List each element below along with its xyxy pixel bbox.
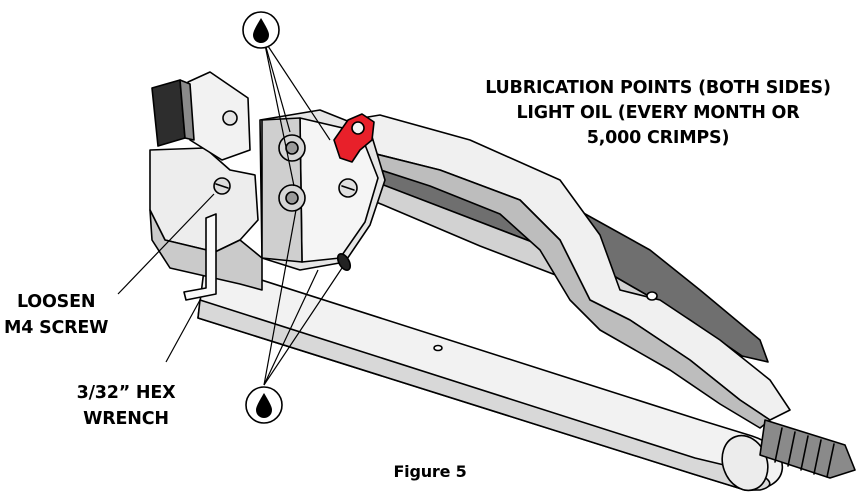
- lube-point-lower: [336, 253, 352, 271]
- locator-screw: [222, 110, 238, 126]
- locator-plate-edge: [179, 79, 195, 141]
- lubrication-points-label: LUBRICATION POINTS (BOTH SIDES) LIGHT OI…: [458, 76, 858, 151]
- oil-drop-callout-top: [242, 11, 280, 49]
- loosen-line-1: LOOSEN: [16, 292, 96, 312]
- hex-wrench: [183, 213, 217, 301]
- oil-drop-icon: [256, 393, 272, 418]
- leader-loosen: [117, 193, 215, 295]
- oil-drop-callout-bottom: [245, 386, 283, 424]
- lubrication-line-2: LIGHT OIL (EVERY MONTH OR: [516, 103, 800, 123]
- oil-drop-icon: [253, 18, 269, 43]
- leader-oil-bottom-2: [263, 269, 319, 386]
- m4-screw-slot: [215, 183, 229, 189]
- locator-plate: [151, 79, 186, 147]
- leader-hex: [165, 299, 201, 363]
- red-lever-screw: [351, 121, 365, 135]
- shaft-ridges: [774, 427, 835, 478]
- screw-lower-inner: [285, 191, 299, 205]
- handle-arm-front-shade: [359, 149, 771, 429]
- screw-upper-inner: [285, 141, 299, 155]
- lubrication-line-1: LUBRICATION POINTS (BOTH SIDES): [485, 78, 831, 98]
- hex-line-2: WRENCH: [83, 409, 169, 429]
- leader-oil-bottom-3: [263, 267, 343, 386]
- lubrication-line-3: 5,000 CRIMPS): [586, 128, 730, 148]
- leader-oil-top-1: [263, 39, 291, 133]
- tool-shaft: [759, 419, 856, 479]
- leader-oil-bottom-1: [263, 209, 297, 386]
- hex-wrench-label: 3/32” HEX WRENCH: [56, 380, 196, 432]
- hex-line-1: 3/32” HEX: [76, 383, 176, 403]
- arm-pivot: [646, 291, 658, 301]
- figure-caption: Figure 5: [393, 462, 467, 481]
- loosen-screw-label: LOOSEN M4 SCREW: [4, 289, 108, 341]
- cylinder-hole: [433, 344, 443, 352]
- leader-oil-top-3: [263, 39, 331, 141]
- die-holder: [149, 147, 259, 253]
- loosen-line-2: M4 SCREW: [4, 318, 109, 338]
- locator-block: [187, 71, 251, 161]
- leader-oil-top-2: [263, 39, 295, 187]
- screw-face-slot: [341, 185, 355, 191]
